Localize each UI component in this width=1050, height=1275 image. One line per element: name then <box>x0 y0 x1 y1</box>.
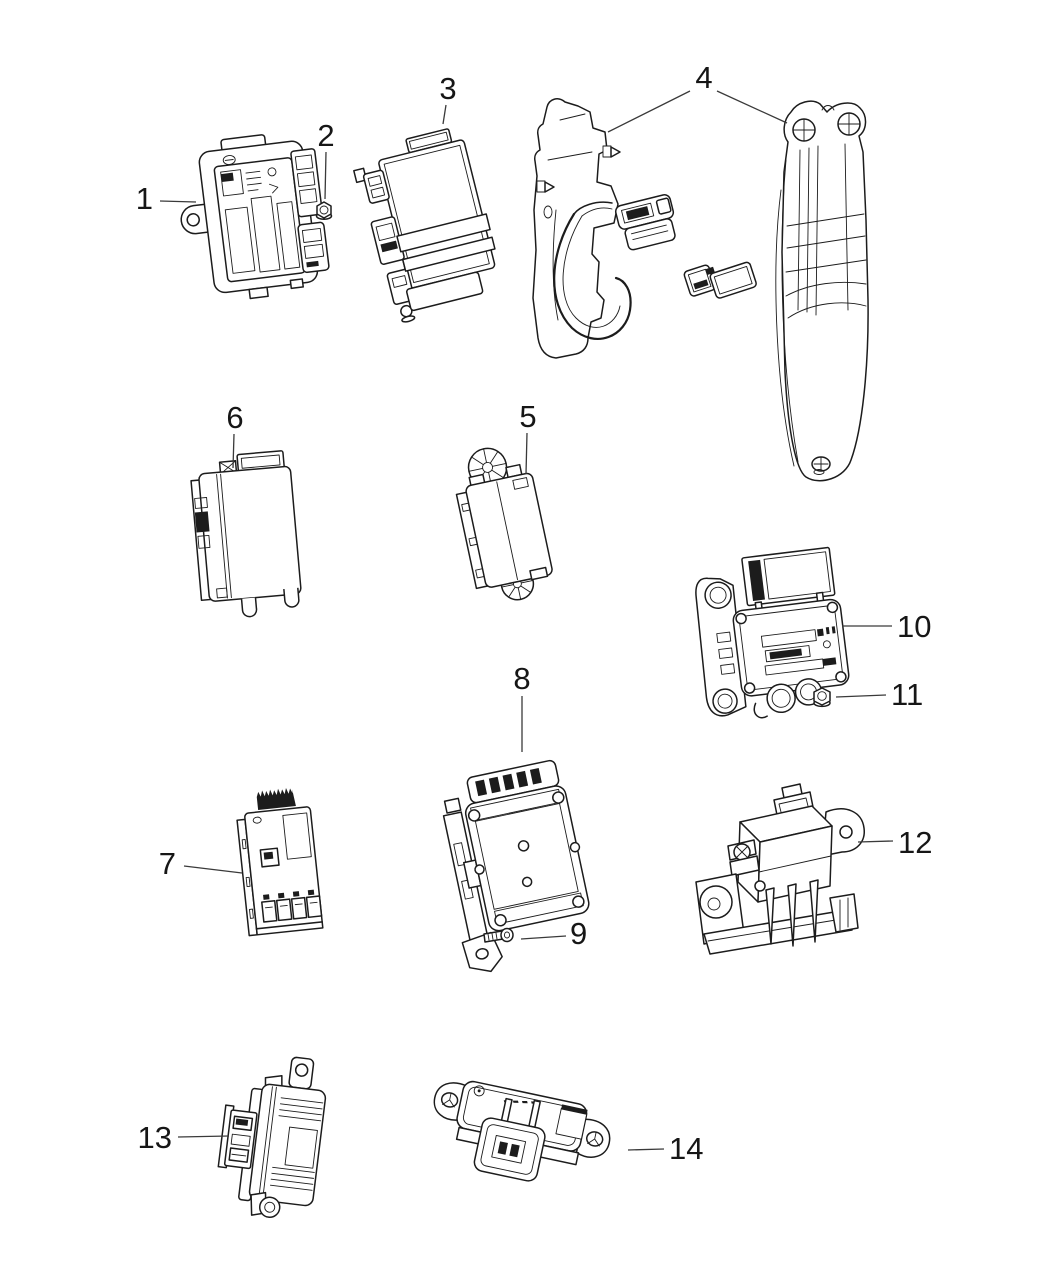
part-12-module-bracket <box>695 783 865 955</box>
part-4-antenna-cable <box>553 201 632 340</box>
part-5-module <box>455 447 553 601</box>
callout-14-leader <box>627 1148 665 1151</box>
part-11-hex-nut <box>813 687 831 708</box>
part-4-right-bracket <box>775 100 869 482</box>
callout-12-label: 12 <box>898 825 932 860</box>
part-8-engine-control-module <box>442 759 590 973</box>
callout-5-leader <box>525 432 528 475</box>
part-10-lid <box>741 546 836 614</box>
callout-4-leader <box>607 90 691 133</box>
part-4-bracket-cable-assembly <box>532 98 869 482</box>
callout-3-label: 3 <box>439 71 456 106</box>
callout-9-label: 9 <box>570 916 587 951</box>
part-2-hex-nut <box>315 201 333 220</box>
callout-7-label: 7 <box>159 846 176 881</box>
callout-7-leader <box>183 865 243 874</box>
callout-6-leader <box>232 433 235 469</box>
callout-11-label: 11 <box>891 677 923 712</box>
callout-14-label: 14 <box>669 1131 703 1166</box>
callout-2-leader <box>324 151 327 200</box>
part-4-connector-2 <box>683 261 757 299</box>
part-13-module <box>217 1056 327 1218</box>
callout-1-leader <box>159 200 197 203</box>
part-10-module-bracket <box>695 546 850 719</box>
part-3-module <box>353 128 496 323</box>
callout-13-leader <box>177 1135 230 1138</box>
callout-2-label: 2 <box>317 118 334 153</box>
callout-4-leader-2 <box>716 90 788 124</box>
callout-13-label: 13 <box>138 1120 172 1155</box>
callout-1-label: 1 <box>136 181 153 216</box>
callout-10-label: 10 <box>897 609 931 644</box>
part-6-module <box>190 450 302 618</box>
part-14-sensor-module <box>433 1080 611 1182</box>
callout-9-leader <box>520 935 567 940</box>
callout-4-label: 4 <box>695 60 712 95</box>
callout-8-label: 8 <box>513 661 530 696</box>
callout-6-label: 6 <box>226 400 243 435</box>
callout-11-leader <box>835 694 887 698</box>
part-7-pin-header <box>256 787 296 810</box>
part-9-screw <box>483 927 514 943</box>
callout-5-label: 5 <box>519 399 536 434</box>
part-7-module <box>236 787 324 937</box>
callout-12-leader <box>857 840 894 843</box>
callout-3-leader <box>442 104 447 125</box>
part-4-connector <box>614 194 676 251</box>
part-1-control-module <box>180 134 330 300</box>
